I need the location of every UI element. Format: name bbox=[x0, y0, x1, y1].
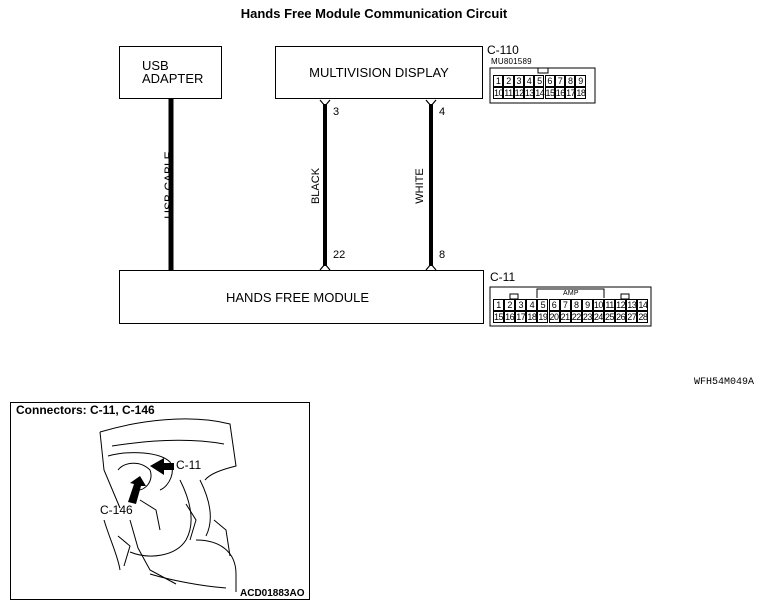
c11-pin-2: 2 bbox=[504, 299, 516, 311]
c11-connector-name: C-11 bbox=[490, 270, 516, 284]
c11-pin-8: 8 bbox=[570, 299, 582, 311]
c11-pin-17: 17 bbox=[515, 311, 527, 323]
white-wire-pin-bottom: 8 bbox=[439, 249, 446, 261]
black-wire-label: BLACK bbox=[310, 167, 322, 205]
c11-pin-1: 1 bbox=[493, 299, 505, 311]
c11-amp-bracket bbox=[536, 288, 605, 298]
c11-pin-3: 3 bbox=[515, 299, 527, 311]
c11-pin-4: 4 bbox=[526, 299, 538, 311]
c11-pin-11: 11 bbox=[604, 299, 616, 311]
c110-pin-15: 15 bbox=[544, 87, 555, 99]
multivision-display-label: MULTIVISION DISPLAY bbox=[309, 65, 449, 80]
c11-pin-5: 5 bbox=[537, 299, 549, 311]
c110-pin-6: 6 bbox=[544, 75, 555, 87]
c11-pin-13: 13 bbox=[626, 299, 638, 311]
c11-pin-7: 7 bbox=[559, 299, 571, 311]
c110-pin-3: 3 bbox=[513, 75, 524, 87]
c110-pin-2: 2 bbox=[503, 75, 514, 87]
c146-callout-arrow bbox=[128, 476, 146, 504]
c110-connector-name: C-110 bbox=[487, 43, 519, 57]
c110-pin-5: 5 bbox=[534, 75, 545, 87]
black-wire-pin-top: 3 bbox=[333, 106, 340, 118]
black-wire-pin-bottom: 22 bbox=[333, 249, 346, 261]
white-wire-pin-top: 4 bbox=[439, 106, 446, 118]
c11-pin-27: 27 bbox=[626, 311, 638, 323]
c11-pin-22: 22 bbox=[570, 311, 582, 323]
c11-pin-21: 21 bbox=[559, 311, 571, 323]
usb-adapter-box: USB ADAPTER bbox=[119, 46, 222, 99]
c110-pin-4: 4 bbox=[523, 75, 535, 87]
c11-outline bbox=[489, 286, 652, 327]
c11-pin-9: 9 bbox=[581, 299, 593, 311]
diagram-code: WFH54M049A bbox=[694, 377, 755, 388]
usb-cable-label: USB CABLE bbox=[162, 151, 176, 219]
c110-pin-10: 10 bbox=[493, 87, 504, 99]
c110-pin-1: 1 bbox=[493, 75, 504, 87]
c110-pin-13: 13 bbox=[523, 87, 534, 99]
diagram-title: Hands Free Module Communication Circuit bbox=[240, 6, 508, 21]
c11-callout-arrow bbox=[150, 458, 174, 475]
c11-pin-23: 23 bbox=[581, 311, 593, 323]
dashboard-sketch bbox=[99, 418, 237, 592]
connector-location-title: Connectors: C-11, C-146 bbox=[16, 403, 155, 417]
black-wire-bottom-end bbox=[319, 263, 331, 271]
c110-key bbox=[537, 67, 549, 74]
c110-part-number: MU801589 bbox=[491, 57, 532, 66]
usb-adapter-label-line2: ADAPTER bbox=[142, 71, 204, 86]
c110-pin-9: 9 bbox=[575, 75, 586, 87]
white-wire-bottom-end bbox=[425, 263, 437, 271]
c110-pin-17: 17 bbox=[565, 87, 576, 99]
usb-adapter-label-line1: USB bbox=[142, 58, 169, 73]
c11-pin-14: 14 bbox=[637, 299, 649, 311]
c110-pin-14: 14 bbox=[534, 87, 545, 99]
c11-callout-label: C-11 bbox=[176, 458, 202, 472]
hands-free-module-box: HANDS FREE MODULE bbox=[119, 270, 484, 324]
c11-pin-10: 10 bbox=[592, 299, 604, 311]
c11-pin-20: 20 bbox=[548, 311, 560, 323]
c11-pin-12: 12 bbox=[615, 299, 627, 311]
c110-pin-18: 18 bbox=[575, 87, 586, 99]
c11-pin-28: 28 bbox=[637, 311, 649, 323]
c146-callout-label: C-146 bbox=[100, 503, 133, 517]
c11-pin-16: 16 bbox=[504, 311, 516, 323]
hands-free-module-label: HANDS FREE MODULE bbox=[226, 290, 370, 305]
white-wire-label: WHITE bbox=[414, 168, 426, 204]
white-wire-top-end bbox=[425, 99, 437, 107]
connector-location-frame bbox=[10, 402, 310, 600]
c11-pin-15: 15 bbox=[493, 311, 505, 323]
c11-pin-18: 18 bbox=[526, 311, 538, 323]
c11-pin-24: 24 bbox=[592, 311, 604, 323]
c110-pin-11: 11 bbox=[503, 87, 514, 99]
black-wire-top-end bbox=[319, 99, 331, 107]
c110-pin-8: 8 bbox=[565, 75, 576, 87]
c11-pin-26: 26 bbox=[615, 311, 627, 323]
c110-pin-12: 12 bbox=[513, 87, 524, 99]
photo-code: ACD01883AO bbox=[240, 588, 305, 599]
c11-pin-19: 19 bbox=[537, 311, 549, 323]
c11-pin-25: 25 bbox=[604, 311, 616, 323]
c11-pin-6: 6 bbox=[548, 299, 560, 311]
c110-pin-7: 7 bbox=[554, 75, 566, 87]
multivision-display-box: MULTIVISION DISPLAY bbox=[275, 46, 483, 99]
c110-pin-16: 16 bbox=[554, 87, 565, 99]
c11-amp-label: AMP bbox=[563, 290, 579, 297]
